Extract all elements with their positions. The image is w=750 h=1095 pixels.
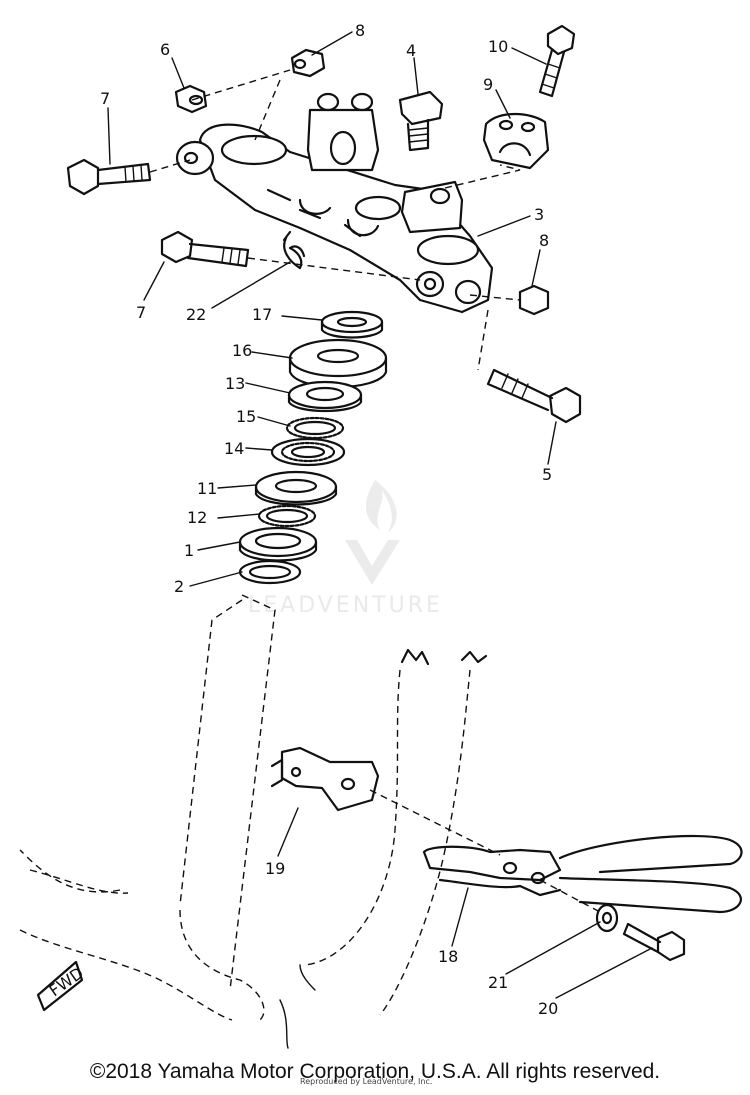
ring-nut-17: [320, 310, 384, 339]
nut-8-right: [518, 284, 550, 316]
callout-6: 6: [160, 40, 170, 59]
callout-7-upper: 7: [100, 89, 110, 108]
callout-numbers: 8 6 4 10 9 7 3 8 7 22 17 16 13 15 14 11 …: [100, 21, 558, 1018]
bolt-10: [538, 24, 576, 98]
callout-13: 13: [225, 374, 245, 393]
callout-16: 16: [232, 341, 252, 360]
callout-4: 4: [406, 41, 416, 60]
callout-10: 10: [488, 37, 508, 56]
callout-8-top: 8: [355, 21, 365, 40]
fwd-badge: FWD: [36, 960, 87, 1012]
bracket-19: [270, 746, 380, 812]
bolt-20: [622, 922, 686, 962]
callout-7-lower: 7: [136, 303, 146, 322]
callout-12: 12: [187, 508, 207, 527]
callout-17: 17: [252, 305, 272, 324]
callout-11: 11: [197, 479, 217, 498]
watermark-logo: LEADVENTURE: [248, 480, 443, 618]
callout-15: 15: [236, 407, 256, 426]
callout-20: 20: [538, 999, 558, 1018]
fwd-badge-text: FWD: [45, 963, 86, 1000]
bolt-7-upper: [66, 158, 152, 196]
race-13: [287, 380, 363, 413]
cover-16: [288, 338, 388, 389]
assembly-lines: [149, 69, 601, 913]
bolt-7-lower: [160, 230, 250, 268]
copyright-text: ©2018 Yamaha Motor Corporation, U.S.A. A…: [89, 1060, 661, 1083]
race-14: [270, 437, 346, 467]
callout-3: 3: [534, 205, 544, 224]
race-11: [254, 470, 338, 506]
callout-1: 1: [184, 541, 194, 560]
reproduced-text: Reproduced by LeadVenture, Inc.: [300, 1077, 433, 1086]
bearing-12: [257, 504, 317, 528]
watermark-text: LEADVENTURE: [248, 593, 443, 618]
upper-bracket: [175, 92, 494, 314]
callout-21: 21: [488, 973, 508, 992]
nut-8-top: [290, 48, 326, 78]
callout-9: 9: [483, 75, 493, 94]
bolt-4: [398, 90, 444, 152]
bearing-15: [285, 416, 345, 440]
callout-8-right: 8: [539, 231, 549, 250]
seal-2: [238, 559, 302, 585]
upper-clamp-9: [482, 113, 550, 170]
hose-guide-18: [422, 834, 743, 914]
callout-18: 18: [438, 947, 458, 966]
callout-2: 2: [174, 577, 184, 596]
callout-19: 19: [265, 859, 285, 878]
callout-22: 22: [186, 305, 206, 324]
clip-22: [282, 230, 306, 270]
callout-14: 14: [224, 439, 244, 458]
washer-21: [595, 903, 619, 933]
callout-leaders: [107, 31, 653, 999]
callout-5: 5: [542, 465, 552, 484]
frame-outline: [19, 594, 488, 1049]
nut-6: [174, 84, 208, 114]
bolt-5: [486, 368, 582, 424]
race-1: [238, 526, 318, 562]
